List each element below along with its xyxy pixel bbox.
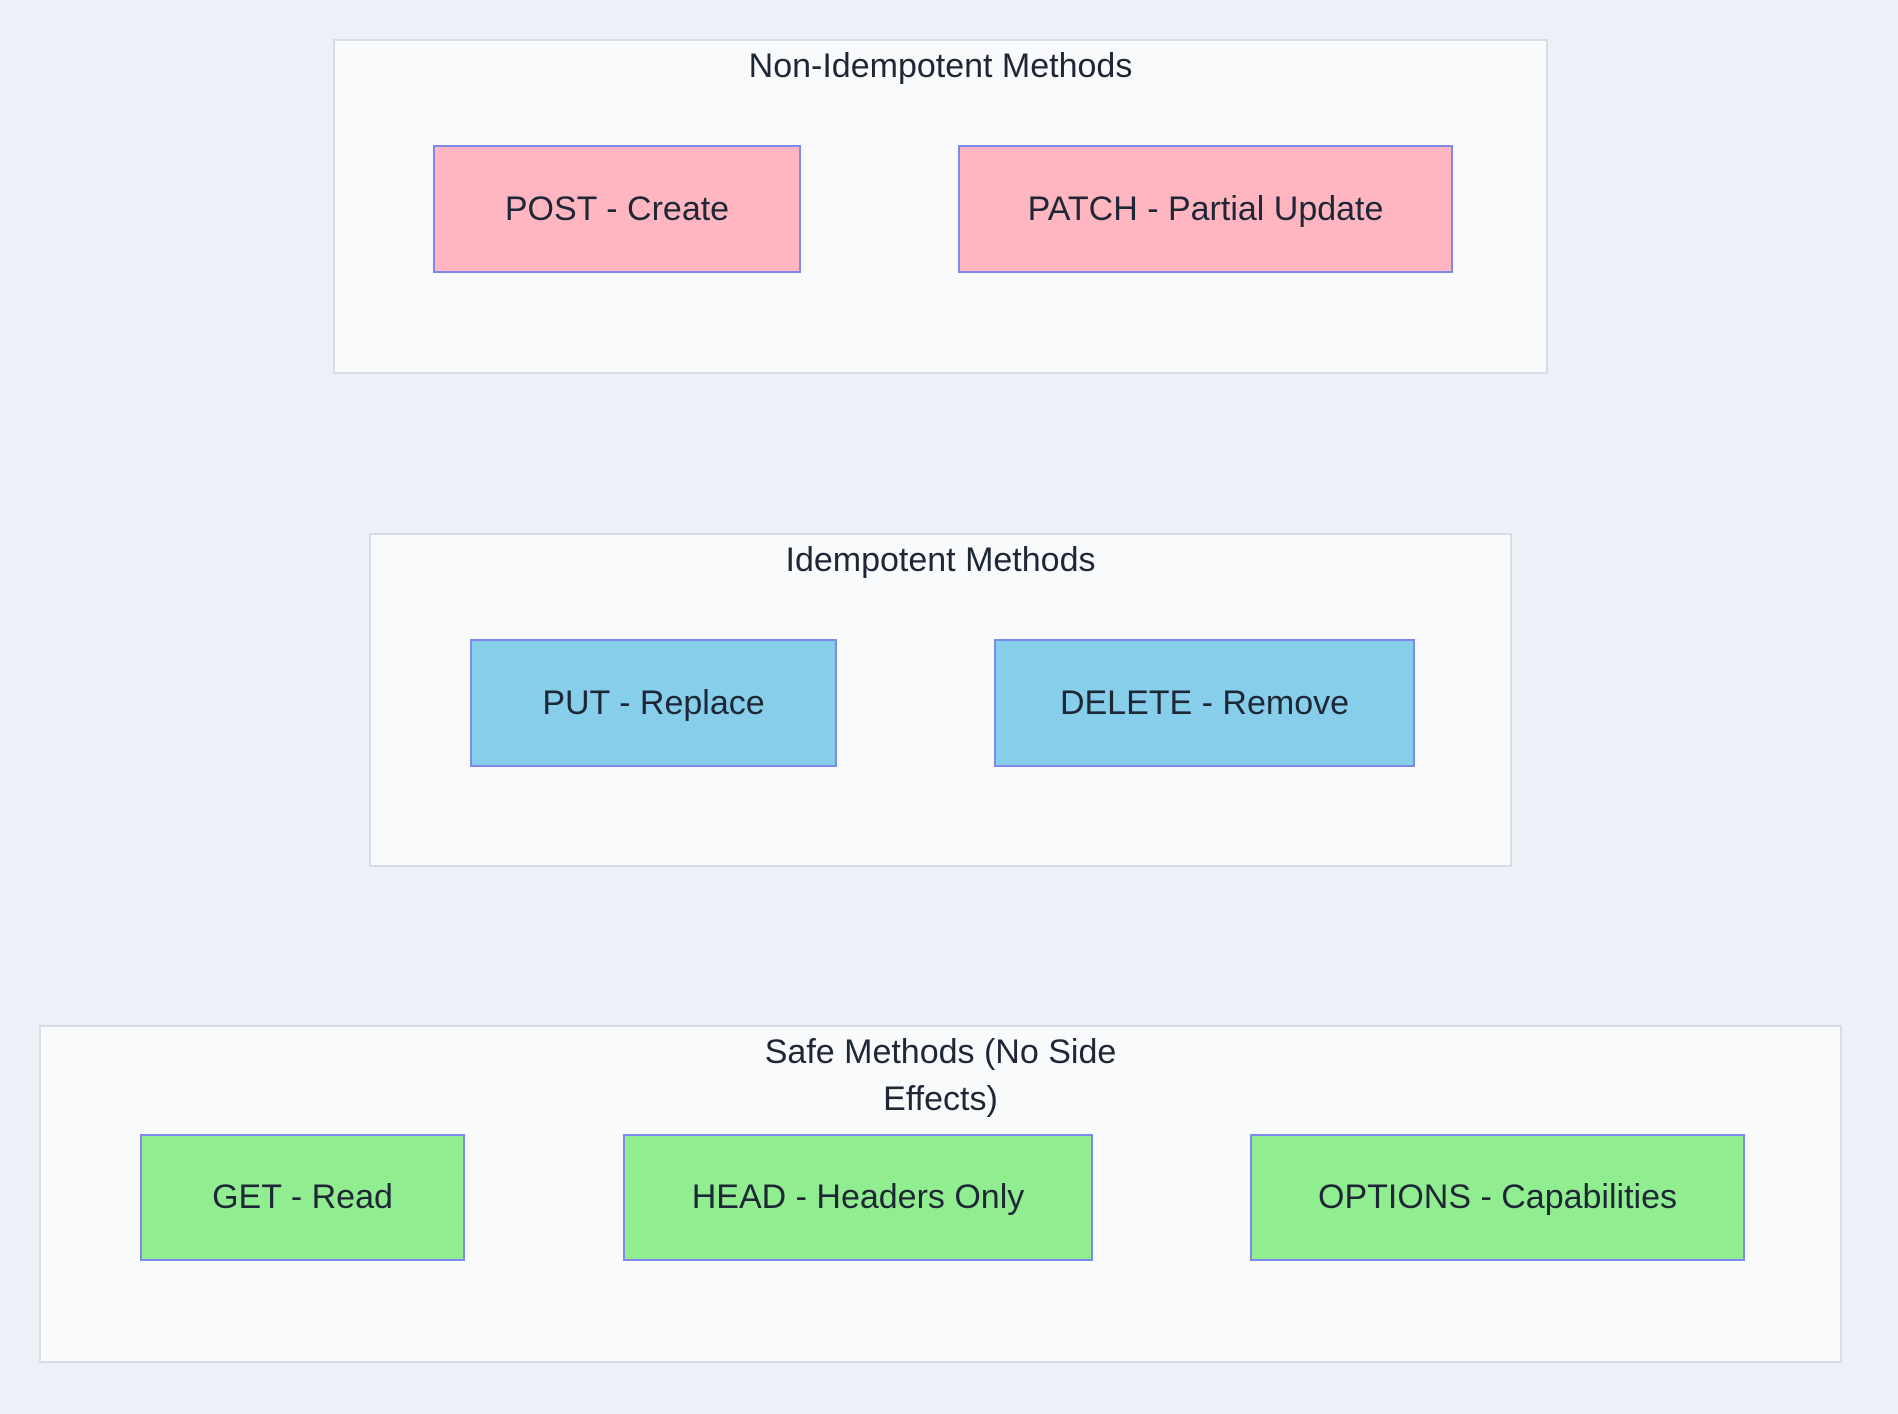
group-title-safe-methods: Safe Methods (No Side Effects) — [764, 1033, 1117, 1118]
node-options: OPTIONS - Capabilities — [1250, 1134, 1745, 1261]
node-head: HEAD - Headers Only — [623, 1134, 1093, 1261]
node-get: GET - Read — [140, 1134, 465, 1261]
node-patch: PATCH - Partial Update — [958, 145, 1453, 273]
node-delete: DELETE - Remove — [994, 639, 1415, 767]
node-post: POST - Create — [433, 145, 801, 273]
group-title-idempotent: Idempotent Methods — [785, 541, 1096, 579]
group-safe-methods: Safe Methods (No Side Effects) GET - Rea… — [39, 1025, 1842, 1363]
group-title-non-idempotent: Non-Idempotent Methods — [748, 47, 1133, 85]
group-idempotent-methods: Idempotent Methods PUT - Replace DELETE … — [369, 533, 1512, 867]
group-non-idempotent-methods: Non-Idempotent Methods POST - Create PAT… — [333, 39, 1548, 374]
node-put: PUT - Replace — [470, 639, 837, 767]
